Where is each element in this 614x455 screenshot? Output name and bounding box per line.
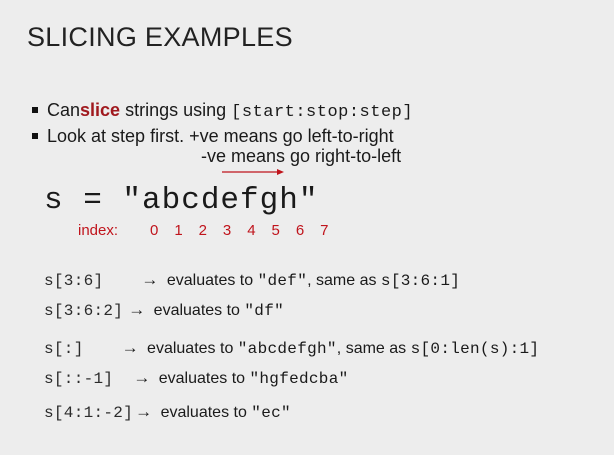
example-suffix: , same as bbox=[336, 340, 411, 357]
example-text: evaluates to bbox=[149, 302, 245, 319]
index-digit: 2 bbox=[198, 222, 207, 239]
index-label: index: bbox=[78, 222, 119, 239]
slice-syntax-code: [start:stop:step] bbox=[231, 103, 414, 122]
arrow-right-icon: → bbox=[141, 270, 159, 289]
index-digit: 7 bbox=[320, 222, 329, 239]
example-result: "hgfedcba" bbox=[249, 370, 349, 388]
example-row: s[3:6:2] → evaluates to "df" bbox=[44, 300, 284, 320]
arrow-right-icon: → bbox=[128, 300, 146, 319]
example-same-as: s[3:6:1] bbox=[380, 272, 461, 290]
example-text: evaluates to bbox=[156, 404, 252, 421]
bullet-marker bbox=[32, 107, 38, 113]
index-digit: 5 bbox=[271, 222, 280, 239]
bullet-text-mid: strings using bbox=[120, 100, 232, 120]
slide-title: SLICING EXAMPLES bbox=[27, 22, 293, 52]
arrow-right-icon: → bbox=[121, 338, 139, 357]
index-row: index: 0 1 2 3 4 5 6 7 bbox=[78, 222, 344, 239]
bullet-list: Can slice strings using [start:stop:step… bbox=[32, 98, 413, 150]
string-definition: s = "abcdefgh" bbox=[44, 183, 319, 218]
bullet-slice: Can slice strings using [start:stop:step… bbox=[32, 98, 413, 124]
example-result: "df" bbox=[244, 302, 284, 320]
bullet-text-prefix: Can bbox=[47, 100, 81, 120]
index-digit: 3 bbox=[222, 222, 232, 239]
example-same-as: s[0:len(s):1] bbox=[410, 340, 540, 358]
bullet-step-line2: -ve means go right-to-left bbox=[201, 146, 402, 166]
example-result: "abcdefgh" bbox=[237, 340, 337, 358]
example-code: s[3:6] bbox=[44, 272, 104, 290]
example-code: s[:] bbox=[44, 340, 84, 358]
index-digit: 0 bbox=[150, 222, 159, 239]
example-code: s[4:1:-2] bbox=[44, 404, 134, 422]
arrow-right-icon: → bbox=[133, 368, 151, 387]
example-row: s[:] → evaluates to "abcdefgh" , same as… bbox=[44, 338, 539, 358]
index-digit: 1 bbox=[174, 222, 183, 239]
keyword-slice: slice bbox=[80, 100, 121, 120]
bullet-step: Look at step first. +ve means go left-to… bbox=[32, 124, 413, 150]
example-row: s[3:6] → evaluates to "def" , same as s[… bbox=[44, 270, 460, 290]
example-code: s[::-1] bbox=[44, 370, 114, 388]
example-text: evaluates to bbox=[142, 340, 238, 357]
bullet-step-line1: Look at step first. +ve means go left-to… bbox=[47, 126, 394, 146]
example-text: evaluates to bbox=[154, 370, 250, 387]
index-digit: 4 bbox=[247, 222, 256, 239]
example-result: "def" bbox=[257, 272, 308, 290]
example-suffix: , same as bbox=[307, 272, 381, 289]
index-digits: 0 1 2 3 4 5 6 7 bbox=[150, 222, 344, 239]
example-code: s[3:6:2] bbox=[44, 302, 124, 320]
example-row: s[::-1] → evaluates to "hgfedcba" bbox=[44, 368, 349, 388]
arrow-right-icon: → bbox=[135, 402, 153, 421]
example-row: s[4:1:-2] → evaluates to "ec" bbox=[44, 402, 291, 422]
bullet-marker bbox=[32, 133, 38, 139]
direction-arrow-icon bbox=[222, 169, 284, 175]
index-digit: 6 bbox=[295, 222, 305, 239]
example-text: evaluates to bbox=[162, 272, 258, 289]
example-result: "ec" bbox=[251, 404, 291, 422]
